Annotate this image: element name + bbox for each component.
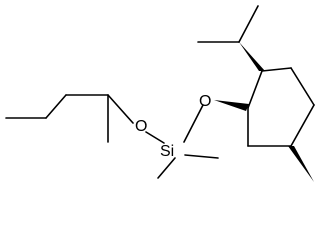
bond-silicon-methyl-left (157, 157, 176, 179)
molecule-diagram: O Si O (5, 5, 315, 182)
atom-silicon: Si (160, 143, 174, 160)
atom-oxygen-left: O (135, 118, 147, 135)
ring-bond-5 (261, 67, 292, 72)
atom-oxygen-right: O (199, 93, 211, 110)
bond-isopropyl-right (238, 5, 259, 43)
wedge-bond-isopropyl (239, 42, 265, 71)
bond-chain-2 (45, 94, 67, 119)
structure-canvas: O Si O (5, 5, 315, 182)
wedge-bond-methyl (288, 146, 314, 182)
ring-bond-4 (290, 67, 315, 106)
bond-chain-to-oxygen (107, 94, 134, 124)
bond-silicon-methyl-right (184, 154, 219, 159)
ring-bond-6 (247, 70, 263, 109)
wedge-bond-oxygen-ring (214, 100, 249, 111)
bond-silicon-oxygen-right (183, 104, 204, 143)
bond-oxygen-silicon-left (145, 131, 165, 144)
ring-bond-3 (290, 104, 315, 147)
